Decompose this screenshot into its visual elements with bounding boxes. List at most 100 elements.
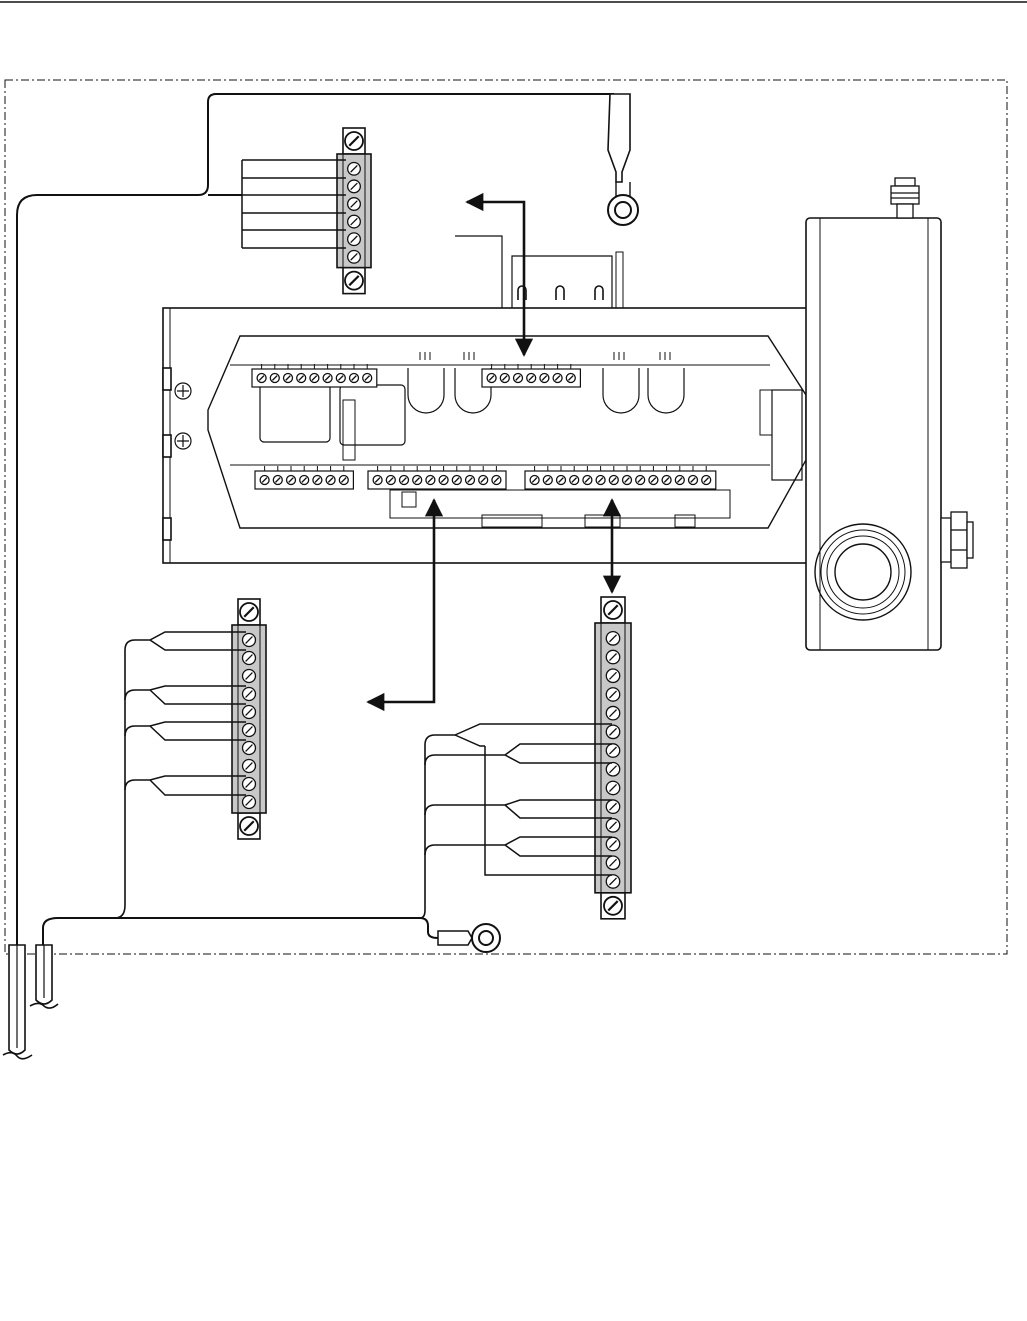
strip-screw xyxy=(514,374,523,383)
strip-screw xyxy=(530,476,539,485)
terminal-screw xyxy=(606,875,619,888)
strip-screw xyxy=(350,374,359,383)
strip-screw xyxy=(297,374,306,383)
arrow-left-block-link xyxy=(368,500,434,702)
strip-screw xyxy=(553,374,562,383)
strip-screw xyxy=(636,476,645,485)
strip-screw xyxy=(675,476,684,485)
cable-bundle-a xyxy=(3,945,32,1059)
connection-arrows xyxy=(368,202,612,702)
strip-screw xyxy=(566,374,575,383)
terminal-screw xyxy=(243,760,256,773)
terminal-screw xyxy=(606,688,619,701)
terminal-screw xyxy=(243,778,256,791)
terminal-screw xyxy=(243,724,256,737)
strip-screw xyxy=(300,476,309,485)
strip-screw xyxy=(260,476,269,485)
terminal-screw xyxy=(243,688,256,701)
terminal-screw xyxy=(606,669,619,682)
strip-screw xyxy=(583,476,592,485)
strip-screw xyxy=(400,476,409,485)
strip-screw xyxy=(426,476,435,485)
strip-screw xyxy=(287,476,296,485)
strip-screw xyxy=(466,476,475,485)
strip-screw xyxy=(487,374,496,383)
terminal-block-right xyxy=(595,597,631,919)
strip-screw xyxy=(543,476,552,485)
terminal-screw xyxy=(606,744,619,757)
strip-screw xyxy=(662,476,671,485)
terminal-screw xyxy=(243,706,256,719)
arrow-top-block-link xyxy=(467,202,524,355)
clamp-screw xyxy=(240,603,258,621)
terminal-screw xyxy=(348,162,361,175)
terminal-screw xyxy=(606,837,619,850)
strip-screw xyxy=(609,476,618,485)
strip-screw xyxy=(413,476,422,485)
chassis-mounting-screws xyxy=(175,383,191,449)
strip-screw xyxy=(649,476,658,485)
controller-chassis xyxy=(163,236,813,563)
strip-screw xyxy=(570,476,579,485)
junction-box xyxy=(806,218,941,650)
board-terminal-strips xyxy=(252,364,716,489)
strip-screw xyxy=(557,476,566,485)
terminal-screw xyxy=(606,650,619,663)
board-terminal-strip xyxy=(525,466,716,489)
board-terminal-strip xyxy=(482,364,580,387)
strip-screw xyxy=(313,476,322,485)
terminal-screw xyxy=(606,819,619,832)
strip-screw xyxy=(689,476,698,485)
strip-screw xyxy=(500,374,509,383)
clamp-screw xyxy=(604,601,622,619)
terminal-screw xyxy=(348,233,361,246)
terminal-screw xyxy=(348,198,361,211)
strip-screw xyxy=(273,476,282,485)
strip-screw xyxy=(479,476,488,485)
strip-screw xyxy=(492,476,501,485)
terminal-screw xyxy=(243,634,256,647)
strip-screw xyxy=(326,476,335,485)
terminal-screw xyxy=(606,800,619,813)
terminal-screw xyxy=(606,781,619,794)
strip-screw xyxy=(439,476,448,485)
terminal-screw xyxy=(606,632,619,645)
terminal-screw xyxy=(606,706,619,719)
top-fitting xyxy=(891,178,919,218)
terminal-screw xyxy=(606,856,619,869)
strip-screw xyxy=(339,476,348,485)
strip-screw xyxy=(336,374,345,383)
terminal-screw xyxy=(606,725,619,738)
ground-lug-bottom xyxy=(438,924,500,952)
strip-screw xyxy=(527,374,536,383)
terminal-block-left xyxy=(232,599,266,839)
terminal-screw xyxy=(348,250,361,263)
strip-screw xyxy=(540,374,549,383)
terminal-screw xyxy=(243,796,256,809)
strip-screw xyxy=(310,374,319,383)
strip-screw xyxy=(257,374,266,383)
strip-screw xyxy=(596,476,605,485)
terminal-screw xyxy=(606,763,619,776)
side-cable-gland xyxy=(941,512,973,568)
board-terminal-strip xyxy=(368,466,506,489)
terminal-screw xyxy=(243,652,256,665)
strip-screw xyxy=(452,476,461,485)
clamp-screw xyxy=(345,132,363,150)
board-terminal-strip xyxy=(252,364,377,387)
terminal-screw xyxy=(243,742,256,755)
strip-screw xyxy=(702,476,711,485)
strip-screw xyxy=(623,476,632,485)
clamp-screw xyxy=(345,272,363,290)
terminal-block-top xyxy=(337,128,371,294)
terminal-screw xyxy=(348,215,361,228)
strip-screw xyxy=(363,374,372,383)
clamp-screw xyxy=(604,897,622,915)
strip-screw xyxy=(270,374,279,383)
clamp-screw xyxy=(240,817,258,835)
terminal-screw xyxy=(348,180,361,193)
terminal-screw xyxy=(243,670,256,683)
ground-lug-top xyxy=(608,94,638,225)
strip-screw xyxy=(323,374,332,383)
